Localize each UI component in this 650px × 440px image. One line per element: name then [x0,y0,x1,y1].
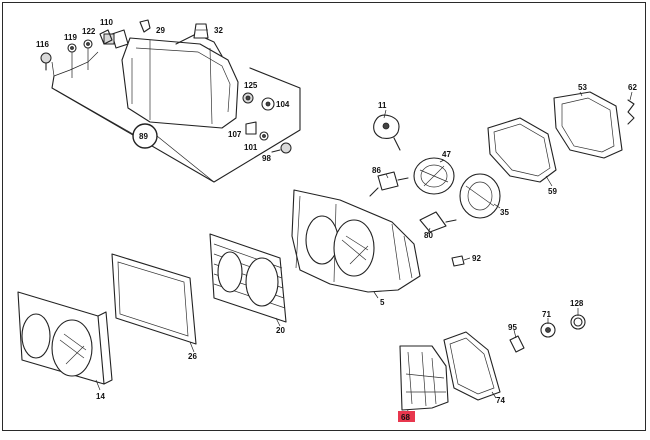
label-95: 95 [508,323,517,332]
housing-assembly [103,29,239,129]
grille-20 [209,233,287,323]
label-32: 32 [214,26,223,35]
bulb-92 [451,255,465,267]
clip-107 [245,121,257,135]
gasket-59 [487,117,557,183]
adjuster-125 [242,92,254,104]
leader-lines [95,91,633,417]
bulb-80 [419,211,457,233]
bulb-86 [369,171,409,197]
label-104: 104 [276,100,290,109]
clip-110 [99,29,113,45]
gasket-53 [553,91,623,159]
nut-122 [83,39,93,49]
gear-104 [261,97,275,111]
label-122: 122 [82,27,96,36]
label-74: 74 [496,396,505,405]
label-98: 98 [262,154,271,163]
label-86: 86 [372,166,381,175]
label-68-highlight: 68 [398,411,415,422]
label-59: 59 [548,187,557,196]
clip-29 [139,19,151,33]
bulb-11 [373,114,401,151]
label-5: 5 [380,298,385,307]
label-68: 68 [401,413,410,422]
headlamp-unit-5 [291,189,421,293]
mounting-plate-outline [51,51,301,183]
label-89: 89 [139,132,148,141]
label-11: 11 [378,101,387,110]
gasket-74 [443,331,501,401]
washer-101 [259,131,269,141]
seal-128 [570,314,586,330]
label-20: 20 [276,326,285,335]
label-35: 35 [500,208,509,217]
label-62: 62 [628,83,637,92]
label-107: 107 [228,130,242,139]
bulb-95 [509,335,525,353]
label-26: 26 [188,352,197,361]
label-110: 110 [100,18,113,27]
label-80: 80 [424,231,433,240]
cap-47 [413,157,455,195]
label-119: 119 [64,33,77,42]
cap-35 [459,173,501,219]
label-128: 128 [570,299,584,308]
label-47: 47 [442,150,451,159]
screw-98 [271,142,292,154]
label-53: 53 [578,83,587,92]
washer-119 [67,43,77,53]
screw-116 [40,52,52,71]
label-71: 71 [542,310,551,319]
turn-signal-lens-68 [399,345,449,411]
label-29: 29 [156,26,165,35]
socket-71 [540,322,556,338]
gasket-26 [111,253,197,345]
label-116: 116 [36,40,49,49]
label-125: 125 [244,81,258,90]
lens-14 [17,291,113,385]
bulb-socket-32 [193,23,209,39]
label-92: 92 [472,254,481,263]
label-101: 101 [244,143,258,152]
label-14: 14 [96,392,105,401]
clip-62 [627,99,635,125]
